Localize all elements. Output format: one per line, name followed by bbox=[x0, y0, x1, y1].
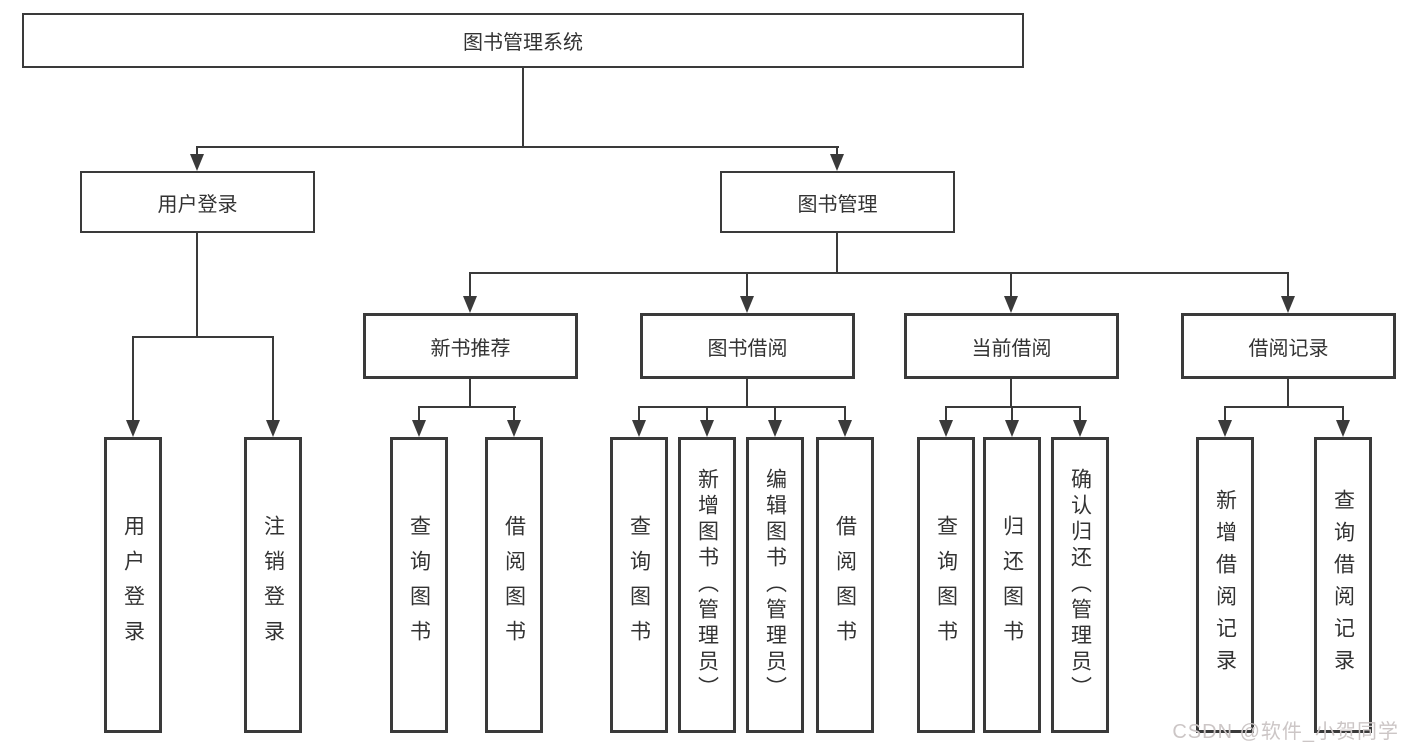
connector-line bbox=[132, 336, 274, 338]
connector-line bbox=[1011, 406, 1013, 423]
arrow-down-icon bbox=[1005, 420, 1019, 437]
leaf-label: 查询图书 bbox=[407, 515, 431, 655]
connector-line bbox=[706, 406, 708, 423]
arrow-down-icon bbox=[1336, 420, 1350, 437]
connector-line bbox=[196, 233, 198, 338]
leaf-query-books-recommend: 查询图书 bbox=[390, 437, 448, 733]
node-label: 图书借阅 bbox=[707, 337, 788, 360]
leaf-label: 新增借阅记录 bbox=[1213, 489, 1237, 681]
leaf-query-books-borrow: 查询图书 bbox=[610, 437, 668, 733]
connector-line bbox=[836, 146, 838, 158]
arrow-down-icon bbox=[1073, 420, 1087, 437]
node-user-login: 用户登录 bbox=[80, 171, 315, 233]
arrow-down-icon bbox=[1004, 296, 1018, 313]
arrow-down-icon bbox=[1281, 296, 1295, 313]
node-label: 图书管理 bbox=[797, 193, 878, 216]
connector-line bbox=[1010, 272, 1012, 298]
leaf-return-books: 归还图书 bbox=[983, 437, 1041, 733]
leaf-confirm-return-admin: 确认归还（管理员） bbox=[1051, 437, 1109, 733]
leaf-label: 注销登录 bbox=[261, 515, 285, 655]
connector-line bbox=[469, 272, 471, 298]
arrow-down-icon bbox=[632, 420, 646, 437]
csdn-watermark: CSDN @软件_小贺同学 bbox=[1172, 721, 1399, 743]
arrow-down-icon bbox=[507, 420, 521, 437]
connector-line bbox=[1342, 406, 1344, 423]
connector-line bbox=[196, 146, 198, 158]
arrow-down-icon bbox=[463, 296, 477, 313]
connector-line bbox=[132, 336, 134, 423]
leaf-label: 借阅图书 bbox=[833, 515, 857, 655]
connector-line bbox=[1224, 406, 1344, 408]
arrow-down-icon bbox=[126, 420, 140, 437]
node-book-management: 图书管理 bbox=[720, 171, 955, 233]
connector-line bbox=[638, 406, 640, 423]
connector-line bbox=[945, 406, 947, 423]
node-label: 图书管理系统 bbox=[463, 32, 583, 54]
arrow-down-icon bbox=[266, 420, 280, 437]
node-new-book-recommendation: 新书推荐 bbox=[363, 313, 578, 379]
connector-line bbox=[1010, 379, 1012, 408]
node-label: 用户登录 bbox=[157, 193, 238, 216]
connector-line bbox=[469, 379, 471, 408]
leaf-add-borrow-record: 新增借阅记录 bbox=[1196, 437, 1254, 733]
leaf-label: 归还图书 bbox=[1000, 515, 1024, 655]
leaf-query-books-current: 查询图书 bbox=[917, 437, 975, 733]
arrow-down-icon bbox=[768, 420, 782, 437]
connector-line bbox=[746, 272, 748, 298]
leaf-label: 查询图书 bbox=[627, 515, 651, 655]
connector-line bbox=[272, 336, 274, 423]
leaf-user-login: 用户登录 bbox=[104, 437, 162, 733]
leaf-label: 确认归还（管理员） bbox=[1068, 468, 1092, 702]
leaf-label: 新增图书（管理员） bbox=[695, 468, 719, 702]
arrow-down-icon bbox=[740, 296, 754, 313]
connector-line bbox=[1224, 406, 1226, 423]
node-book-borrowing: 图书借阅 bbox=[640, 313, 855, 379]
leaf-query-borrow-record: 查询借阅记录 bbox=[1314, 437, 1372, 733]
connector-line bbox=[945, 406, 1081, 408]
arrow-down-icon bbox=[838, 420, 852, 437]
connector-line bbox=[522, 68, 524, 148]
connector-line bbox=[836, 233, 838, 274]
connector-line bbox=[1079, 406, 1081, 423]
connector-line bbox=[469, 272, 1289, 274]
node-borrowing-records: 借阅记录 bbox=[1181, 313, 1396, 379]
arrow-down-icon bbox=[190, 154, 204, 171]
connector-line bbox=[746, 379, 748, 408]
leaf-label: 用户登录 bbox=[121, 515, 145, 655]
node-label: 当前借阅 bbox=[971, 337, 1052, 360]
leaf-label: 查询图书 bbox=[934, 515, 958, 655]
leaf-label: 编辑图书（管理员） bbox=[763, 468, 787, 702]
connector-line bbox=[513, 406, 515, 423]
node-current-borrowing: 当前借阅 bbox=[904, 313, 1119, 379]
connector-line bbox=[1287, 272, 1289, 298]
arrow-down-icon bbox=[700, 420, 714, 437]
arrow-down-icon bbox=[939, 420, 953, 437]
connector-line bbox=[418, 406, 516, 408]
node-label: 新书推荐 bbox=[430, 337, 511, 360]
leaf-borrow-books: 借阅图书 bbox=[816, 437, 874, 733]
connector-line bbox=[1287, 379, 1289, 408]
leaf-label: 借阅图书 bbox=[502, 515, 526, 655]
arrow-down-icon bbox=[1218, 420, 1232, 437]
leaf-borrow-books-recommend: 借阅图书 bbox=[485, 437, 543, 733]
node-library-management-system: 图书管理系统 bbox=[22, 13, 1024, 68]
leaf-add-book-admin: 新增图书（管理员） bbox=[678, 437, 736, 733]
leaf-edit-book-admin: 编辑图书（管理员） bbox=[746, 437, 804, 733]
connector-line bbox=[196, 146, 839, 148]
node-label: 借阅记录 bbox=[1248, 337, 1329, 360]
leaf-logout: 注销登录 bbox=[244, 437, 302, 733]
connector-line bbox=[638, 406, 846, 408]
arrow-down-icon bbox=[830, 154, 844, 171]
connector-line bbox=[844, 406, 846, 423]
connector-line bbox=[774, 406, 776, 423]
connector-line bbox=[418, 406, 420, 423]
leaf-label: 查询借阅记录 bbox=[1331, 489, 1355, 681]
arrow-down-icon bbox=[412, 420, 426, 437]
